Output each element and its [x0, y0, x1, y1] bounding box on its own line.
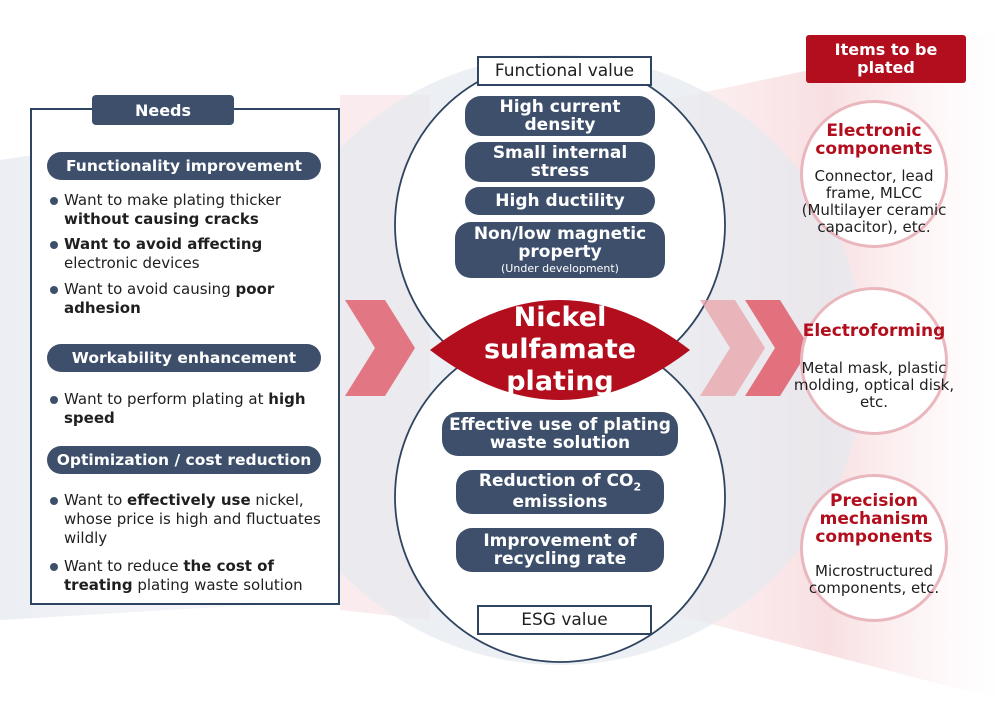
- item-desc-electronic: Connector, lead frame, MLCC (Multilayer …: [801, 167, 947, 236]
- item-desc-precision: Microstructured components, etc.: [808, 562, 940, 597]
- need-bullet: Want to perform plating at high speed: [50, 390, 335, 428]
- bullet-dot: [50, 286, 58, 294]
- feature-non-magnetic-note: (Under development): [501, 262, 619, 276]
- need-heading-workability: Workability enhancement: [47, 344, 321, 372]
- core-lens: [430, 300, 690, 400]
- need-bullet: Want to avoid causing poor adhesion: [50, 280, 335, 318]
- need-heading-optimization: Optimization / cost reduction: [47, 446, 321, 474]
- core-title: Nickel sulfamate plating: [483, 302, 637, 397]
- right-arrow: [745, 300, 810, 396]
- feature-high-current-density: High current density: [465, 96, 655, 136]
- item-circle-precision: [800, 474, 948, 622]
- functional-value-label: Functional value: [477, 56, 652, 86]
- bullet-dot: [50, 197, 58, 205]
- item-title-precision: Precision mechanism components: [815, 491, 933, 547]
- item-circle-electronic: [800, 100, 948, 248]
- item-circle-electroforming: [800, 287, 948, 435]
- items-title: Items to be plated: [806, 35, 966, 83]
- need-bullet: Want to reduce the cost of treating plat…: [50, 557, 335, 595]
- item-title-electroforming: Electroforming: [802, 321, 946, 341]
- feature-high-ductility: High ductility: [465, 187, 655, 215]
- need-bullet: Want to effectively use nickel, whose pr…: [50, 491, 335, 548]
- feature-small-internal-stress: Small internal stress: [465, 142, 655, 182]
- need-bullet: Want to avoid affecting electronic devic…: [50, 235, 335, 273]
- need-heading-functionality: Functionality improvement: [47, 152, 321, 180]
- feature-recycling-rate: Improvement of recycling rate: [456, 528, 664, 572]
- left-arrow: [345, 300, 415, 396]
- feature-non-magnetic: Non/low magnetic property (Under develop…: [455, 222, 665, 278]
- feature-waste-solution: Effective use of plating waste solution: [442, 412, 678, 456]
- needs-title: Needs: [92, 95, 234, 125]
- item-title-electronic: Electronic components: [815, 121, 933, 159]
- right-arrow-faded: [700, 300, 765, 396]
- bullet-dot: [50, 497, 58, 505]
- feature-non-magnetic-text: Non/low magnetic property: [473, 223, 647, 263]
- bullet-dot: [50, 241, 58, 249]
- bullet-dot: [50, 563, 58, 571]
- esg-value-label: ESG value: [477, 605, 652, 635]
- need-bullet: Want to make plating thicker without cau…: [50, 191, 335, 229]
- feature-co2-reduction: Reduction of CO2 emissions: [456, 470, 664, 514]
- bullet-dot: [50, 396, 58, 404]
- item-desc-electroforming: Metal mask, plastic molding, optical dis…: [793, 359, 955, 411]
